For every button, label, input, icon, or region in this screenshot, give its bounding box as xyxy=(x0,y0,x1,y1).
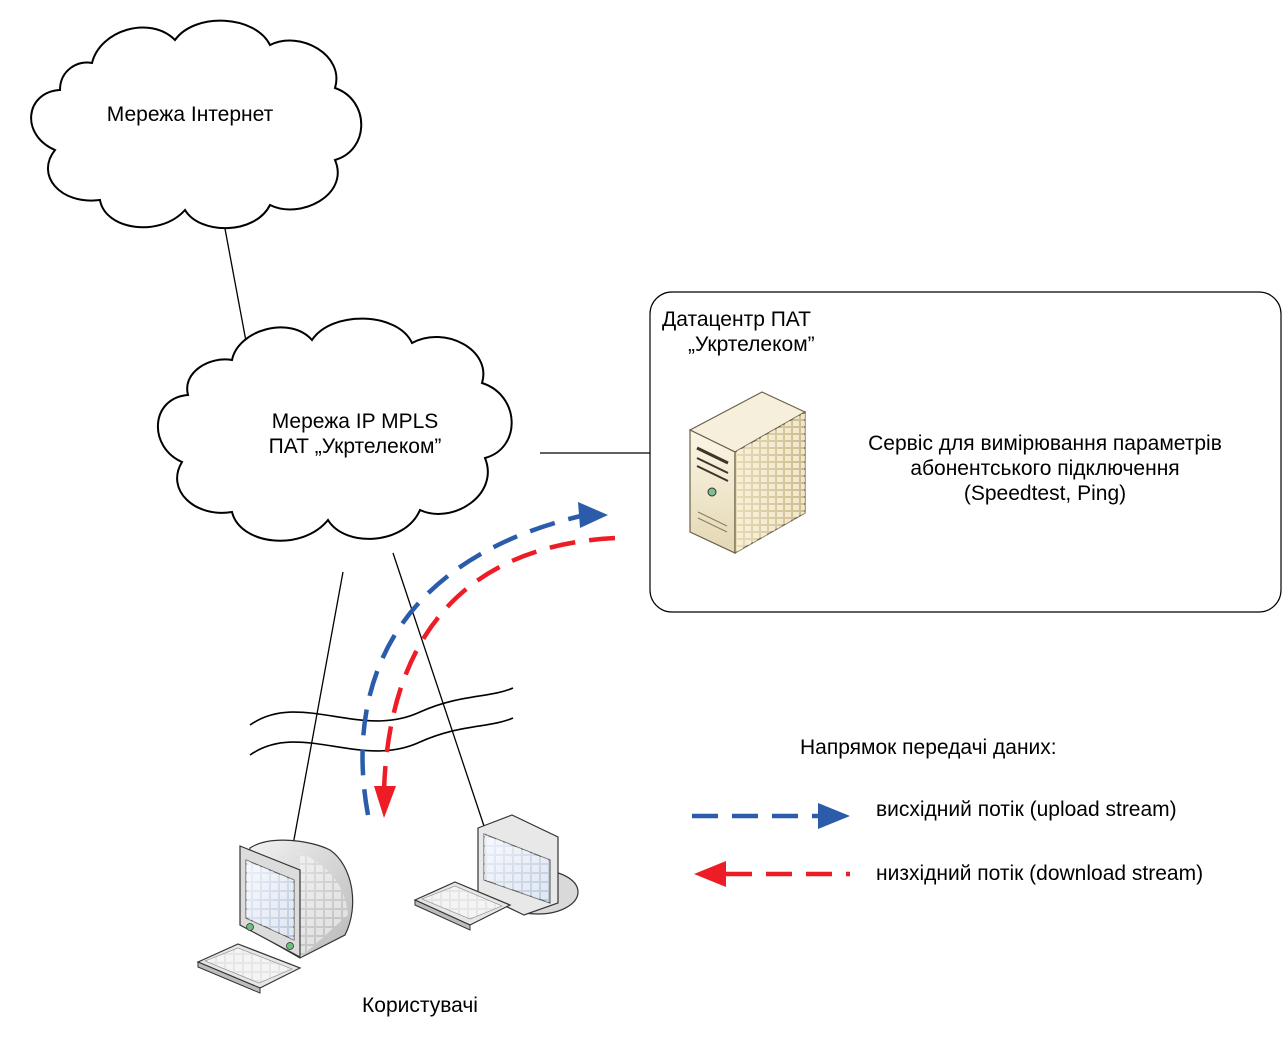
crt-monitor-icon xyxy=(413,814,579,931)
keyboard-icon xyxy=(196,943,302,994)
link-mpls-user2 xyxy=(392,552,485,827)
service-label-line-2: абонентського підключення xyxy=(910,457,1180,480)
connection-lines xyxy=(222,217,650,846)
service-label: Сервіс для вимірювання параметрів абонен… xyxy=(810,431,1280,506)
arrow-left-icon xyxy=(694,861,726,887)
cloud-icon xyxy=(157,317,513,542)
legend-download-sample xyxy=(694,861,850,887)
datacenter-label: Датацентр ПАТ „Укртелеком” xyxy=(662,307,882,357)
upload-stream-arrow xyxy=(360,502,608,816)
link-internet-mpls xyxy=(222,217,249,353)
desktop-computer-icon xyxy=(196,839,354,994)
service-label-line-1: Сервіс для вимірювання параметрів xyxy=(868,432,1222,455)
legend-download-label: низхідний потік (download stream) xyxy=(876,862,1204,885)
link-mpls-user1 xyxy=(292,571,344,846)
arrow-right-icon xyxy=(818,803,850,829)
internet-label: Мережа Інтернет xyxy=(106,103,274,126)
cloud-icon xyxy=(30,19,363,230)
datacenter-box xyxy=(649,291,1282,613)
server-icon xyxy=(688,391,807,555)
arrow-right-icon xyxy=(578,502,608,528)
datacenter-label-line-2: „Укртелеком” xyxy=(688,333,815,356)
datacenter-label-line-1: Датацентр ПАТ xyxy=(662,308,811,331)
legend-upload-label: висхідний потік (upload stream) xyxy=(876,798,1177,821)
legend-title: Напрямок передачі даних: xyxy=(800,736,1057,759)
keyboard-icon xyxy=(413,881,512,931)
mpls-label-line-1: Мережа IP MPLS xyxy=(271,410,439,433)
mpls-label-line-2: ПАТ „Укртелеком” xyxy=(268,435,442,458)
download-stream-arrow xyxy=(374,535,616,818)
arrow-down-icon xyxy=(374,786,396,818)
mpls-network-label: Мережа IP MPLS ПАТ „Укртелеком” xyxy=(205,409,505,459)
users-label: Користувачі xyxy=(362,994,478,1017)
legend-upload-sample xyxy=(692,803,850,829)
service-label-line-3: (Speedtest, Ping) xyxy=(963,482,1127,505)
cable-break xyxy=(249,687,514,756)
